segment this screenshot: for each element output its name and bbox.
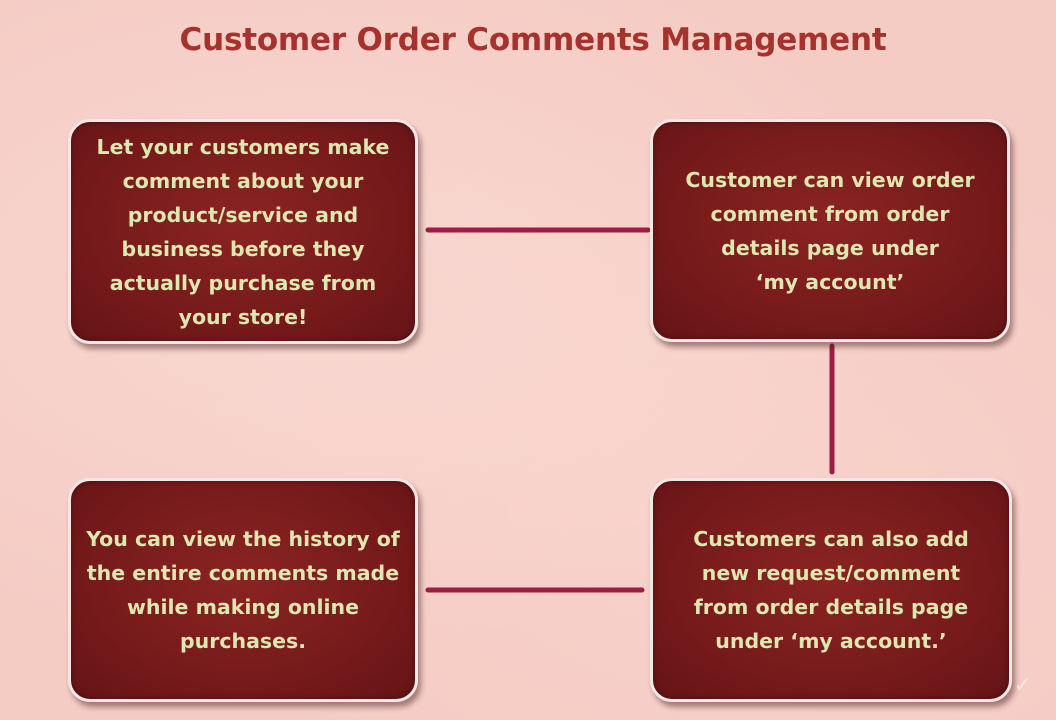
box-customer-comments-text: Let your customers make comment about yo… bbox=[96, 134, 390, 329]
diagram-title: Customer Order Comments Management bbox=[179, 22, 887, 58]
box-view-order-comment: Customer can view order comment from ord… bbox=[650, 119, 1010, 342]
box-view-history: You can view the history of the entire c… bbox=[68, 478, 418, 702]
box-customer-comments: Let your customers make comment about yo… bbox=[68, 119, 418, 344]
box-view-history-text: You can view the history of the entire c… bbox=[86, 527, 400, 653]
box-add-request-comment: Customers can also add new request/comme… bbox=[650, 478, 1012, 702]
box-add-request-comment-text: Customers can also add new request/comme… bbox=[693, 527, 969, 653]
slide-watermark-icon: ✓ bbox=[1013, 673, 1032, 698]
box-view-order-comment-text: Customer can view order comment from ord… bbox=[685, 167, 975, 294]
